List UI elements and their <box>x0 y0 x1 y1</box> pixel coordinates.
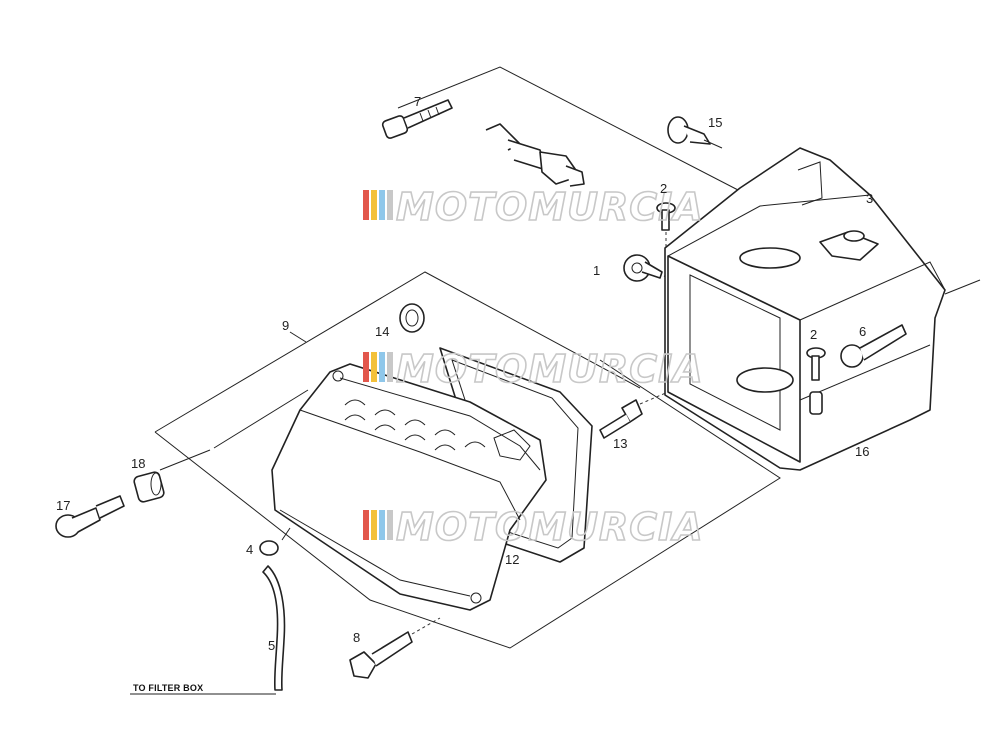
watermark-text: MOTOMURCIA <box>396 505 704 549</box>
callout-2-upper: 2 <box>660 181 667 196</box>
watermark-text: MOTOMURCIA <box>396 347 704 391</box>
cover-9 <box>271 363 547 611</box>
bolt-13 <box>599 391 669 439</box>
watermark-text: MOTOMURCIA <box>396 185 704 229</box>
callout-8: 8 <box>353 630 360 645</box>
cap-15 <box>667 116 723 149</box>
watermark-bottom: MOTOMURCIA <box>363 504 704 550</box>
callout-7: 7 <box>414 94 421 109</box>
callout-14: 14 <box>375 324 389 339</box>
callout-15: 15 <box>708 115 722 130</box>
callout-3: 3 <box>866 191 873 206</box>
callout-4: 4 <box>246 542 253 557</box>
bolt-6 <box>840 324 907 368</box>
callout-2-lower: 2 <box>810 327 817 342</box>
callout-13: 13 <box>613 436 627 451</box>
bolt-8 <box>349 617 441 679</box>
clamp-4 <box>259 540 279 556</box>
callout-5: 5 <box>268 638 275 653</box>
callout-16: 16 <box>855 444 869 459</box>
callout-1: 1 <box>593 263 600 278</box>
hose-5 <box>262 527 291 691</box>
watermark-top: MOTOMURCIA <box>363 184 704 230</box>
callout-9: 9 <box>282 318 289 333</box>
gear-1 <box>623 254 691 289</box>
screw-17 <box>55 495 125 538</box>
screw-2-lower <box>806 347 826 415</box>
bolt-7 <box>381 99 453 139</box>
callout-17: 17 <box>56 498 70 513</box>
group-outline-lower <box>154 271 781 649</box>
callout-6: 6 <box>859 324 866 339</box>
watermark-middle: MOTOMURCIA <box>363 346 704 392</box>
filter-box-caption: TO FILTER BOX <box>133 683 203 693</box>
callout-12: 12 <box>505 552 519 567</box>
housing-3 <box>664 147 981 471</box>
washer-14 <box>399 303 425 333</box>
bushing-18 <box>133 471 165 503</box>
group-outline-upper <box>397 66 739 191</box>
callout-18: 18 <box>131 456 145 471</box>
spark-plug <box>485 123 585 187</box>
leader-lines <box>130 331 309 695</box>
